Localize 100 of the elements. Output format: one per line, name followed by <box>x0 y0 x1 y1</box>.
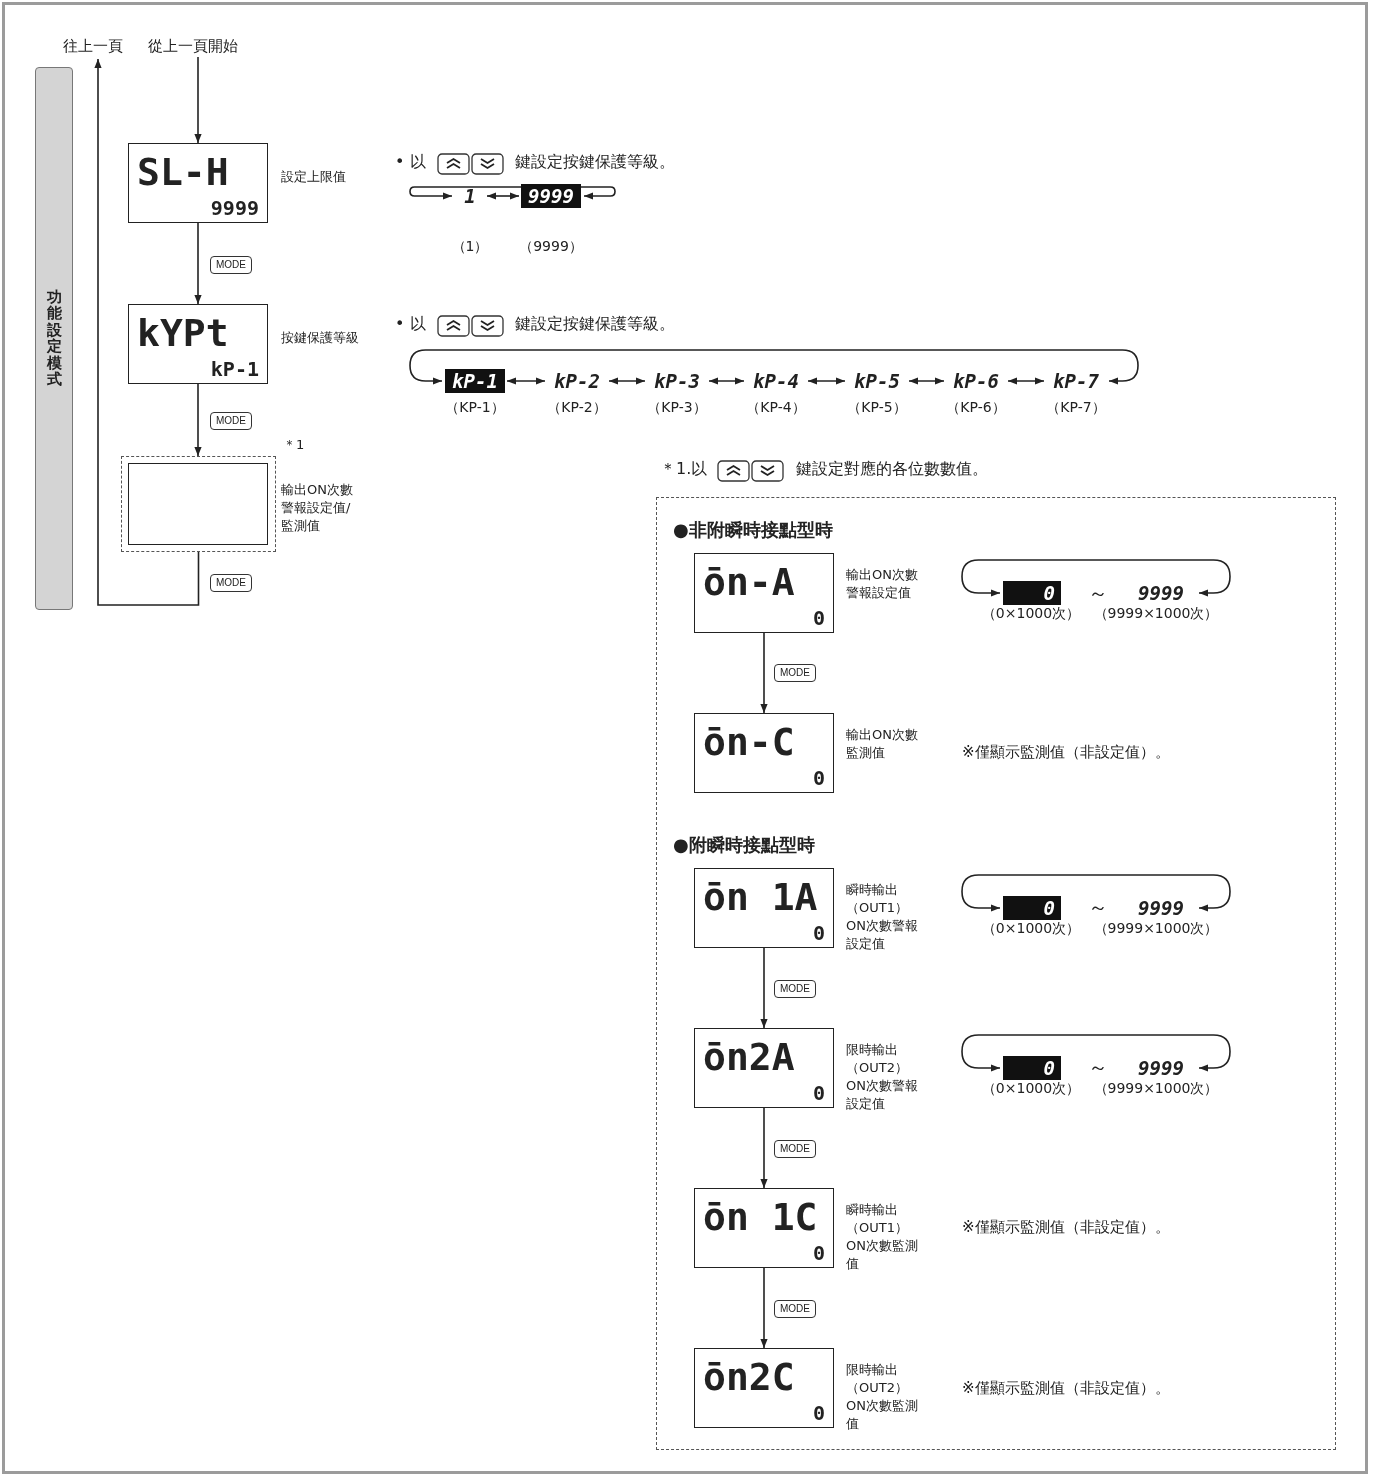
section-heading: ●附瞬時接點型時 <box>673 833 815 857</box>
value-caption: （9999×1000次） <box>1092 1079 1220 1097</box>
parameter-description: 瞬時輸出（OUT1）ON次數監測值 <box>846 1201 919 1273</box>
highlighted-setting-value: kP-1 <box>445 369 505 393</box>
segment-display-value: 0 <box>812 606 825 630</box>
parameter-description: 限時輸出（OUT2）ON次數監測值 <box>846 1361 919 1433</box>
lcd-display <box>694 1188 834 1268</box>
lcd-display <box>694 1348 834 1428</box>
page-reference-text: 往上一頁 <box>63 35 133 57</box>
note-text: ※僅顯示監測值（非設定值）。 <box>962 1379 1170 1398</box>
note-text: ※僅顯示監測值（非設定值）。 <box>962 1218 1170 1237</box>
value-caption: （0×1000次） <box>980 919 1082 937</box>
mode-key-label: MODE <box>210 412 252 430</box>
instruction-text: • 以 <box>395 152 426 173</box>
mode-key-label: MODE <box>774 664 816 682</box>
setting-value: 9999 <box>1126 896 1196 920</box>
highlighted-setting-value: 0 <box>1003 581 1061 605</box>
mode-key-label: MODE <box>210 256 252 274</box>
value-caption: （KP-7） <box>1045 398 1107 416</box>
value-caption: （9999） <box>518 237 584 255</box>
parameter-description: 輸出ON次數警報設定值 <box>846 566 919 602</box>
lcd-display <box>694 1028 834 1108</box>
vertical-label: 功能設定模式 <box>47 288 62 388</box>
lcd-display <box>694 868 834 948</box>
lcd-display <box>694 713 834 793</box>
setting-value: kP-5 <box>847 369 907 393</box>
segment-display-text: kYPt <box>137 310 229 357</box>
mode-key-label: MODE <box>774 980 816 998</box>
arrow <box>194 222 202 305</box>
parameter-description: 限時輸出（OUT2）ON次數警報設定值 <box>846 1041 919 1113</box>
arrow <box>506 377 546 385</box>
lcd-display <box>128 463 268 545</box>
mode-key-label: MODE <box>210 574 252 592</box>
value-caption: （KP-6） <box>945 398 1007 416</box>
segment-display-value: 0 <box>812 1401 825 1425</box>
highlighted-setting-value: 0 <box>1003 896 1061 920</box>
segment-display-text: SL-H <box>137 149 229 196</box>
arrow <box>760 632 768 714</box>
range-tilde: ～ <box>1088 1054 1108 1081</box>
setting-value: 9999 <box>1126 581 1196 605</box>
setting-value: kP-3 <box>647 369 707 393</box>
dashed-group-frame <box>656 497 1336 1450</box>
segment-display-text: ōn-C <box>703 719 795 766</box>
segment-display-text: ōn-A <box>703 559 795 606</box>
mode-key-label: MODE <box>774 1140 816 1158</box>
arrow <box>194 383 202 457</box>
value-caption: （0×1000次） <box>980 1079 1082 1097</box>
value-caption: （0×1000次） <box>980 604 1082 622</box>
mode-key-label: MODE <box>774 1300 816 1318</box>
value-caption: （9999×1000次） <box>1092 919 1220 937</box>
arrow <box>194 56 202 144</box>
cycle-arrow <box>961 874 1231 912</box>
instruction-text: • 以 <box>395 314 426 335</box>
lcd-display <box>128 143 268 223</box>
page-reference-text: 從上一頁開始 <box>148 35 248 57</box>
instruction-text: 鍵設定按鍵保護等級。 <box>515 152 675 173</box>
parameter-description: 輸出ON次數警報設定值/監測值 <box>281 481 354 535</box>
parameter-description: 輸出ON次數監測值 <box>846 726 919 762</box>
instruction-text: 鍵設定按鍵保護等級。 <box>515 314 675 335</box>
highlighted-setting-value: 9999 <box>521 184 581 208</box>
segment-display-value: 0 <box>812 921 825 945</box>
segment-display-text: ōn 1A <box>703 874 818 921</box>
arrow <box>760 947 768 1029</box>
setting-value: kP-6 <box>946 369 1006 393</box>
range-tilde: ～ <box>1088 580 1108 607</box>
segment-display-text: ōn2A <box>703 1034 795 1081</box>
lcd-display <box>694 553 834 633</box>
cycle-arrow <box>961 559 1231 597</box>
segment-display-value: 9999 <box>210 196 259 220</box>
setting-value: kP-2 <box>547 369 607 393</box>
value-caption: （KP-4） <box>745 398 807 416</box>
dashed-group-frame <box>121 456 276 552</box>
arrow <box>807 377 846 385</box>
segment-display-value: 0 <box>812 766 825 790</box>
parameter-description: 設定上限值 <box>281 168 347 186</box>
value-caption: （KP-1） <box>444 398 506 416</box>
mode-band <box>35 67 73 610</box>
arrow <box>908 377 945 385</box>
parameter-description: 瞬時輸出（OUT1）ON次數警報設定值 <box>846 881 919 953</box>
parameter-description: 按鍵保護等級 <box>281 329 360 347</box>
value-caption: （KP-3） <box>646 398 708 416</box>
setting-value: kP-7 <box>1046 369 1106 393</box>
cycle-arrow <box>961 1034 1231 1072</box>
setting-value: kP-4 <box>746 369 806 393</box>
footnote-text: 鍵設定對應的各位數數值。 <box>796 459 988 480</box>
segment-display-value: 0 <box>812 1081 825 1105</box>
arrow <box>760 1107 768 1189</box>
section-heading: ●非附瞬時接點型時 <box>673 518 833 542</box>
value-caption: （1） <box>450 237 490 255</box>
arrow <box>486 192 520 200</box>
arrow <box>94 58 200 606</box>
segment-display-text: ōn2C <box>703 1354 795 1401</box>
parameter-description: ＊1 <box>283 436 306 454</box>
range-tilde: ～ <box>1088 894 1108 921</box>
value-caption: （KP-2） <box>546 398 608 416</box>
highlighted-setting-value: 0 <box>1003 1056 1061 1080</box>
cycle-arrow <box>409 349 1139 385</box>
segment-display-value: kP-1 <box>210 357 259 381</box>
arrow <box>608 377 646 385</box>
arrow <box>1007 377 1045 385</box>
